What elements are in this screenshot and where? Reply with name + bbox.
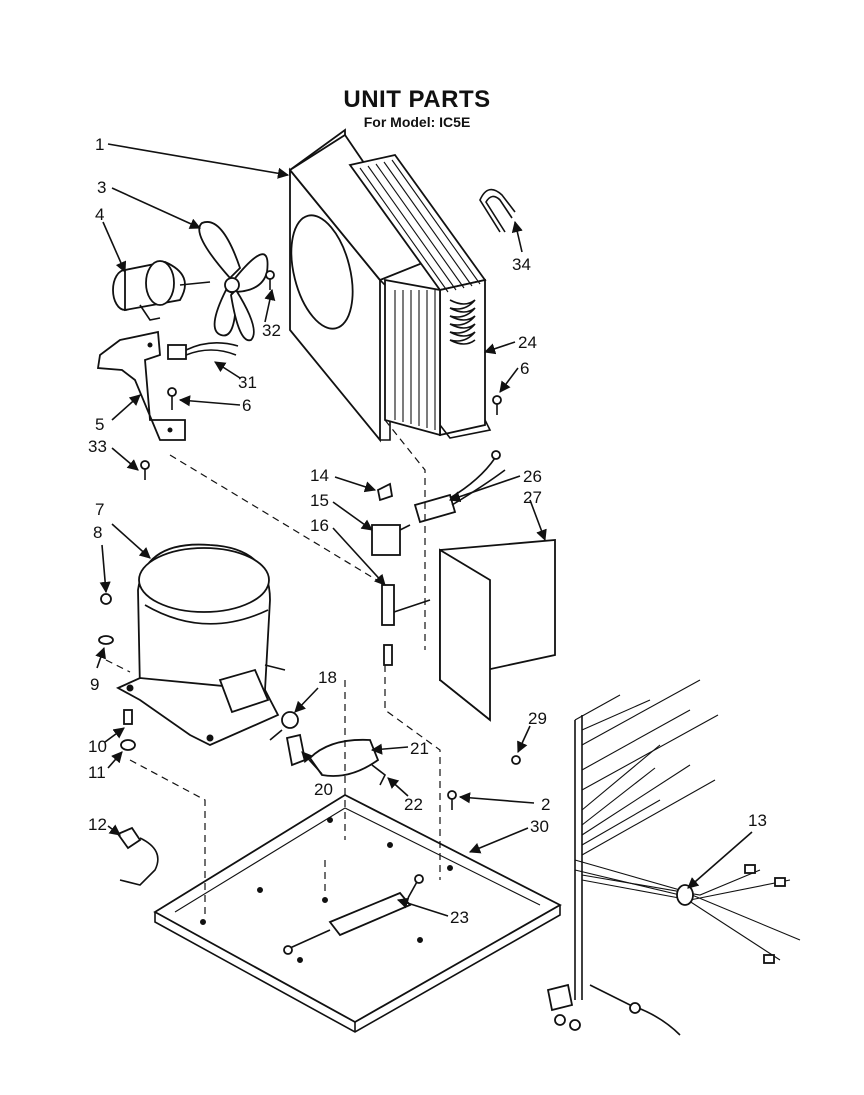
callout-5: 5: [95, 415, 104, 434]
callout-20: 20: [314, 780, 333, 799]
hairpin-tube: [479, 188, 516, 233]
callout-32: 32: [262, 321, 281, 340]
callout-1: 1: [95, 135, 104, 154]
callout-11: 11: [88, 763, 106, 782]
drier: [283, 874, 424, 955]
leader-lines: [95, 143, 753, 917]
callout-33: 33: [88, 437, 107, 456]
callout-10: 10: [88, 737, 107, 756]
motor-plug: [167, 342, 239, 360]
callout-34: 34: [512, 255, 531, 274]
assembly-lines: [105, 419, 441, 915]
callout-3: 3: [97, 178, 106, 197]
fan-motor: [112, 260, 211, 321]
callout-26: 26: [523, 467, 542, 486]
callout-14: 14: [310, 466, 329, 485]
valve-assembly: [371, 482, 431, 666]
callout-18: 18: [318, 668, 337, 687]
callout-27: 27: [523, 488, 542, 507]
callout-12: 12: [88, 815, 107, 834]
callout-2: 2: [541, 795, 550, 814]
callout-21: 21: [410, 739, 429, 758]
callout-16: 16: [310, 516, 329, 535]
callout-31: 31: [238, 373, 257, 392]
callout-24: 24: [518, 333, 537, 352]
relay-overload: [269, 711, 387, 786]
callout-7: 7: [95, 500, 104, 519]
callout-6-right: 6: [520, 359, 529, 378]
callout-15: 15: [310, 491, 329, 510]
motor-bracket: [96, 330, 186, 441]
condenser-coil: [348, 153, 492, 439]
callout-29: 29: [528, 709, 547, 728]
callout-23: 23: [450, 908, 469, 927]
base-pan: [153, 793, 562, 1033]
page-title: UNIT PARTS: [343, 86, 491, 113]
callout-9: 9: [90, 675, 99, 694]
screws: [140, 270, 521, 810]
callout-22: 22: [404, 795, 423, 814]
grommets: [98, 593, 136, 751]
callout-6-left: 6: [242, 396, 251, 415]
model-subtitle: For Model: IC5E: [363, 114, 471, 130]
fan-blade: [198, 221, 269, 342]
compressor: [115, 543, 286, 746]
side-panel: [439, 539, 556, 722]
callout-8: 8: [93, 523, 102, 542]
fan-shroud: [288, 128, 432, 443]
callout-13: 13: [748, 811, 767, 830]
callout-4: 4: [95, 205, 104, 224]
callout-labels: 1 2 3 4 5 6 6 7 8 9 10 11 12 13 14 15 16…: [88, 135, 767, 927]
power-cord: [116, 826, 159, 886]
callout-30: 30: [530, 817, 549, 836]
wiring-harness: [546, 679, 801, 1036]
